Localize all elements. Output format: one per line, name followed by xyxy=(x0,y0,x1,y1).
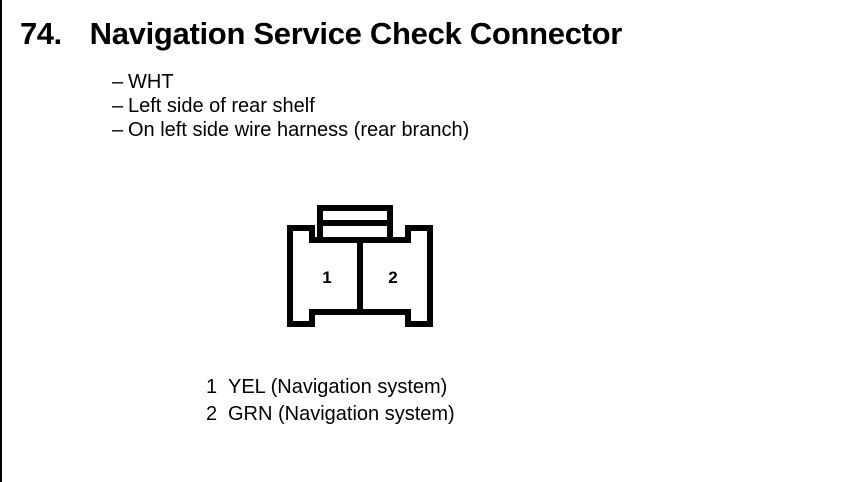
pin-legend-text: GRN (Navigation system) xyxy=(228,403,455,425)
spec-item: – WHT xyxy=(112,70,469,94)
dash-icon: – xyxy=(112,95,124,117)
page-title: Navigation Service Check Connector xyxy=(89,16,623,51)
spec-item-text: WHT xyxy=(128,71,174,93)
connector-locking-tab xyxy=(317,205,393,243)
spec-item-text: Left side of rear shelf xyxy=(128,95,315,117)
pin-legend-row: 2 GRN (Navigation system) xyxy=(206,401,455,428)
page-header: 74. Navigation Service Check Connector xyxy=(20,18,622,49)
pin-legend-number: 2 xyxy=(206,403,218,425)
pin-legend-text: YEL (Navigation system) xyxy=(228,376,448,398)
spec-list: – WHT – Left side of rear shelf – On lef… xyxy=(112,70,469,142)
dash-icon: – xyxy=(112,71,124,93)
spec-item: – On left side wire harness (rear branch… xyxy=(112,118,469,142)
dash-icon: – xyxy=(112,119,124,141)
pin-number-1: 1 xyxy=(322,268,331,287)
pin-legend-row: 1 YEL (Navigation system) xyxy=(206,374,455,401)
connector-illustration: 1 2 xyxy=(282,200,438,332)
spec-item: – Left side of rear shelf xyxy=(112,94,469,118)
pin-legend: 1 YEL (Navigation system) 2 GRN (Navigatio… xyxy=(206,374,455,428)
spec-item-text: On left side wire harness (rear branch) xyxy=(128,119,470,141)
pin-legend-number: 1 xyxy=(206,376,218,398)
pin-number-2: 2 xyxy=(388,268,397,287)
item-number: 74. xyxy=(20,16,62,51)
